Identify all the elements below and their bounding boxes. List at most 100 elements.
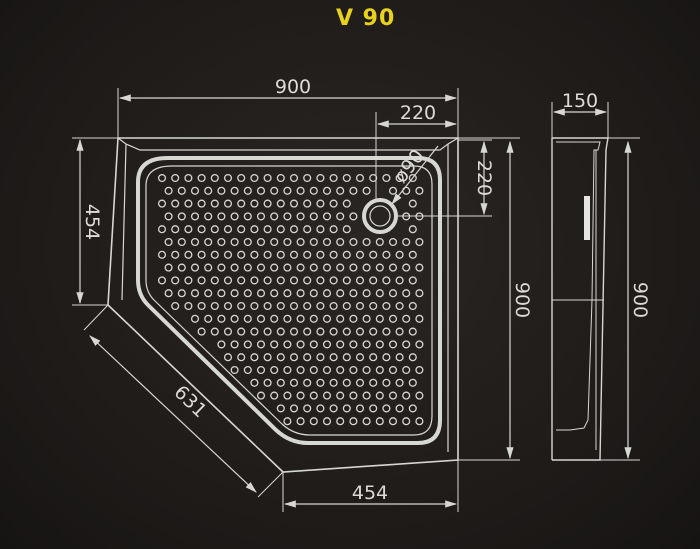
anti-slip-dot [204, 212, 213, 221]
anti-slip-dot [322, 391, 332, 400]
anti-slip-dot [250, 173, 259, 183]
anti-slip-dot [395, 404, 404, 413]
anti-slip-dot [263, 250, 272, 259]
anti-slip-dot [256, 186, 266, 195]
anti-slip-dot [349, 212, 358, 221]
anti-slip-dot [369, 276, 378, 285]
anti-slip-dot [362, 237, 371, 247]
anti-slip-dot [230, 365, 239, 375]
anti-slip-dot [184, 276, 193, 285]
anti-slip-dot [415, 314, 424, 323]
anti-slip-dot [408, 404, 417, 413]
anti-slip-dot [336, 391, 345, 400]
anti-slip-dot [342, 225, 351, 234]
anti-slip-dot [283, 365, 292, 375]
anti-slip-dot [237, 276, 246, 285]
anti-slip-dot [375, 417, 384, 426]
anti-slip-dot [190, 263, 200, 272]
anti-slip-dot [197, 301, 206, 311]
dim-drain-diameter-label: ø90 [390, 145, 429, 187]
anti-slip-dot [243, 186, 252, 195]
anti-slip-dot [375, 314, 384, 323]
anti-slip-dot [375, 263, 384, 272]
anti-slip-dot [402, 289, 411, 298]
anti-slip-dot [184, 225, 193, 234]
anti-slip-dot [276, 173, 285, 183]
anti-slip-dot [402, 391, 411, 400]
anti-slip-dot [270, 212, 279, 221]
anti-slip-dot [223, 250, 233, 259]
anti-slip-dot [230, 340, 239, 349]
anti-slip-dot [355, 378, 365, 387]
anti-slip-dot [190, 289, 200, 298]
anti-slip-dot [303, 173, 312, 183]
dim-diagonal: 631 [83, 304, 284, 498]
tray-basin-outline [136, 156, 442, 445]
anti-slip-dot [243, 237, 252, 247]
anti-slip-dot [402, 340, 411, 349]
anti-slip-dot [217, 340, 226, 349]
dim-width-top: 900 [117, 76, 459, 138]
anti-slip-dot [171, 225, 180, 234]
anti-slip-dot [184, 199, 193, 208]
anti-slip-dot [283, 212, 292, 221]
anti-slip-dot [276, 327, 285, 336]
anti-slip-dot [388, 391, 398, 400]
anti-slip-dot [164, 212, 173, 221]
anti-slip-dot [157, 199, 167, 208]
anti-slip-dot [250, 276, 259, 285]
anti-slip-dot [316, 378, 325, 387]
anti-slip-dot [256, 212, 266, 221]
anti-slip-dot [250, 199, 259, 208]
anti-slip-dot [289, 327, 299, 336]
anti-slip-dot [204, 314, 213, 323]
anti-slip-dot [382, 327, 391, 336]
anti-slip-dot [329, 378, 338, 387]
anti-slip-dot [270, 289, 279, 298]
anti-slip-dot [342, 250, 351, 259]
anti-slip-dot [336, 212, 345, 221]
anti-slip-dot [190, 314, 200, 323]
anti-slip-dot [223, 276, 233, 285]
anti-slip-dot [210, 276, 219, 285]
dim-side-depth: 150 [551, 90, 609, 138]
anti-slip-dot [289, 378, 299, 387]
anti-slip-dot [270, 186, 279, 195]
anti-slip-dot [322, 340, 332, 349]
anti-slip-dot-pattern [157, 173, 424, 426]
anti-slip-dot [296, 237, 305, 247]
anti-slip-dot [369, 173, 378, 183]
dim-drain-offset-x: 220 [375, 102, 458, 200]
anti-slip-dot [296, 340, 305, 349]
anti-slip-dot [349, 365, 358, 375]
anti-slip-dot [296, 289, 305, 298]
anti-slip-dot [309, 417, 318, 426]
dim-right-height-label: 900 [511, 282, 533, 318]
anti-slip-dot [303, 276, 312, 285]
anti-slip-dot [316, 250, 325, 259]
anti-slip-dot [316, 199, 325, 208]
anti-slip-dot [243, 212, 252, 221]
anti-slip-dot [256, 237, 266, 247]
anti-slip-dot [237, 327, 246, 336]
anti-slip-dot [309, 391, 318, 400]
anti-slip-dot [309, 365, 318, 375]
anti-slip-dot [303, 353, 312, 362]
anti-slip-dot [230, 237, 239, 247]
anti-slip-dot [289, 301, 299, 311]
anti-slip-dot [362, 365, 371, 375]
anti-slip-dot [342, 301, 351, 311]
anti-slip-dot [276, 250, 285, 259]
anti-slip-dot [204, 186, 213, 195]
anti-slip-dot [263, 199, 272, 208]
anti-slip-dot [369, 353, 378, 362]
anti-slip-dot [210, 173, 219, 183]
anti-slip-dot [388, 340, 398, 349]
anti-slip-dot [408, 327, 417, 336]
anti-slip-dot [270, 391, 279, 400]
anti-slip-dot [230, 314, 239, 323]
anti-slip-dot [230, 186, 239, 195]
anti-slip-dot [276, 301, 285, 311]
anti-slip-dot [296, 365, 305, 375]
anti-slip-dot [237, 225, 246, 234]
